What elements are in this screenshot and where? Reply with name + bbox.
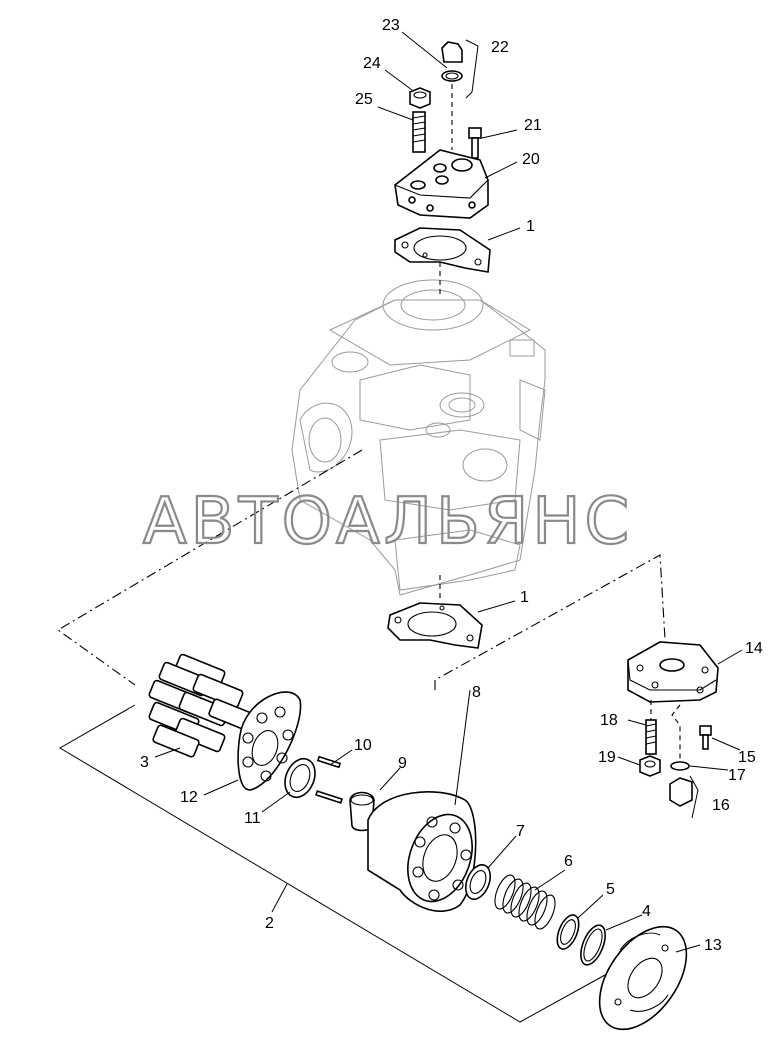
callout-1-top: 1 xyxy=(526,218,535,235)
valve-plate-13 xyxy=(598,925,688,1031)
callout-6: 6 xyxy=(564,853,573,870)
callout-20: 20 xyxy=(522,151,540,168)
callout-21: 21 xyxy=(524,117,542,134)
nut-24 xyxy=(409,87,431,109)
end-cover-14 xyxy=(627,641,719,703)
screw-15 xyxy=(699,725,712,750)
callout-5: 5 xyxy=(606,881,615,898)
stud-25 xyxy=(412,111,426,153)
centerline-right xyxy=(434,554,669,691)
pump-housing xyxy=(291,279,546,596)
callout-9: 9 xyxy=(398,755,407,772)
ring-4 xyxy=(580,924,606,966)
plug-22 xyxy=(441,39,479,150)
callout-18: 18 xyxy=(600,712,618,729)
callout-13: 13 xyxy=(704,937,722,954)
callout-4: 4 xyxy=(642,903,651,920)
washer-5 xyxy=(556,914,580,950)
callout-7: 7 xyxy=(516,823,525,840)
callout-24: 24 xyxy=(363,55,381,72)
callout-15: 15 xyxy=(738,749,756,766)
watermark-text: АВТОАЛЬЯНС xyxy=(143,485,633,559)
callout-11: 11 xyxy=(244,810,261,827)
callout-23: 23 xyxy=(382,17,400,34)
callout-25: 25 xyxy=(355,91,373,108)
pistons-3 xyxy=(148,653,256,758)
callout-14: 14 xyxy=(745,640,763,657)
leader-lines xyxy=(154,31,743,953)
plug-16 xyxy=(669,775,699,819)
spring-6 xyxy=(494,874,556,930)
retainer-plate-12 xyxy=(237,691,302,791)
callout-2: 2 xyxy=(265,915,274,932)
pins-10 xyxy=(315,755,343,804)
callout-19: 19 xyxy=(598,749,616,766)
callouts: 23 22 24 25 21 20 1 1 14 18 15 19 17 16 … xyxy=(140,17,763,954)
callout-3: 3 xyxy=(140,754,149,771)
group-bracket-2 xyxy=(59,704,606,1023)
callout-17: 17 xyxy=(728,767,746,784)
oring-17 xyxy=(670,704,690,771)
callout-10: 10 xyxy=(354,737,372,754)
gasket-1-bottom xyxy=(387,602,483,649)
callout-12: 12 xyxy=(180,789,198,806)
cylinder-block-8 xyxy=(367,791,477,912)
washer-7 xyxy=(464,864,492,900)
callout-16: 16 xyxy=(712,797,730,814)
callout-1-bottom: 1 xyxy=(520,589,529,606)
stud-18 xyxy=(645,700,657,755)
nut-19 xyxy=(639,755,661,777)
top-cover-20 xyxy=(394,149,489,219)
callout-22: 22 xyxy=(491,39,509,56)
gasket-1-top xyxy=(394,227,491,295)
callout-8: 8 xyxy=(472,684,481,701)
screw-21 xyxy=(468,127,482,159)
ball-guide-11 xyxy=(284,757,316,799)
